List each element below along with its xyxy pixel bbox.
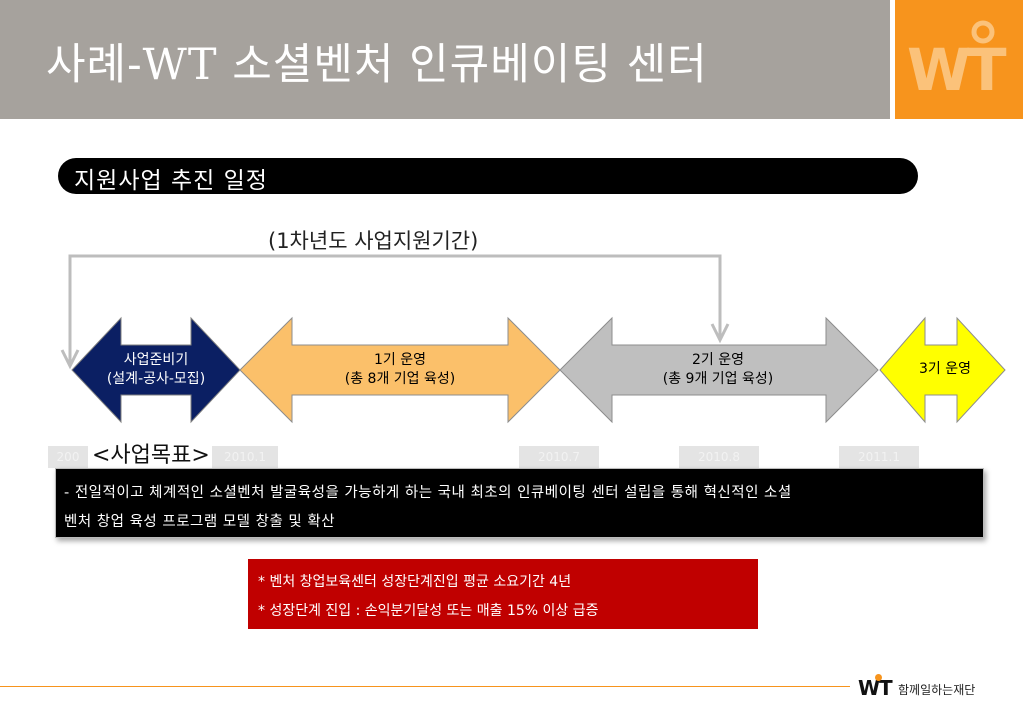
date-tag: 2011.1: [839, 446, 919, 468]
date-tag: 2010.8: [679, 446, 759, 468]
phase-1-subtitle: (총 8개 기업 육성): [344, 371, 456, 387]
period-label: (1차년도 사업지원기간): [268, 229, 479, 253]
section-heading: 지원사업 추진 일정: [74, 168, 268, 194]
note-item-2: * 성장단계 진입 : 손익분기달성 또는 매출 15% 이상 급증: [258, 603, 599, 619]
logo-text: WT: [907, 36, 1007, 104]
date-tag: 2010.7: [519, 446, 599, 468]
date-tag: 200: [48, 446, 88, 468]
phase-1-title: 1기 운영: [374, 352, 426, 368]
logo-panel: WT: [895, 0, 1023, 119]
goal-line-1: - 전일적이고 체계적인 소셜벤처 발굴육성을 가능하게 하는 국내 최초의 인…: [64, 485, 792, 501]
phase-2-title: 2기 운영: [692, 352, 744, 368]
goal-box: - 전일적이고 체계적인 소셜벤처 발굴육성을 가능하게 하는 국내 최초의 인…: [55, 468, 984, 538]
footer-org-name: 함께일하는재단: [898, 683, 976, 697]
bracket-arrowhead-right: [710, 323, 730, 344]
phase-prep-subtitle: (설계-공사-모집): [106, 371, 206, 387]
phase-3-label: 3기 운영: [900, 360, 990, 379]
footer-divider: [0, 686, 850, 687]
page-title: 사례-WT 소셜벤처 인큐베이팅 센터: [46, 40, 708, 90]
section-heading-bar: 지원사업 추진 일정: [58, 158, 918, 194]
phase-prep-title: 사업준비기: [123, 352, 189, 368]
period-bracket: [68, 254, 722, 365]
phase-prep-label: 사업준비기 (설계-공사-모집): [86, 351, 226, 389]
phase-3-title: 3기 운영: [919, 361, 971, 377]
logo-dot-icon: [875, 674, 882, 681]
date-tag: 2010.1: [212, 446, 278, 468]
bracket-arrowhead-left: [60, 349, 80, 370]
phase-arrow-3: [879, 316, 1006, 424]
notes-box: * 벤처 창업보육센터 성장단계진입 평균 소요기간 4년 * 성장단계 진입 …: [248, 559, 758, 629]
goal-label: <사업목표>: [92, 443, 210, 468]
phase-arrow-2: [559, 316, 879, 424]
footer-logo: WT 함께일하는재단: [858, 674, 1008, 702]
note-item-1: * 벤처 창업보육센터 성장단계진입 평균 소요기간 4년: [258, 574, 572, 590]
goal-line-2: 벤처 창업 육성 프로그램 모델 창출 및 확산: [64, 514, 336, 530]
header-bar: 사례-WT 소셜벤처 인큐베이팅 센터: [0, 0, 890, 119]
phase-1-label: 1기 운영 (총 8개 기업 육성): [300, 351, 500, 389]
phase-2-subtitle: (총 9개 기업 육성): [662, 371, 774, 387]
wt-logo-icon: WT: [907, 20, 1011, 104]
phase-2-label: 2기 운영 (총 9개 기업 육성): [618, 351, 818, 389]
